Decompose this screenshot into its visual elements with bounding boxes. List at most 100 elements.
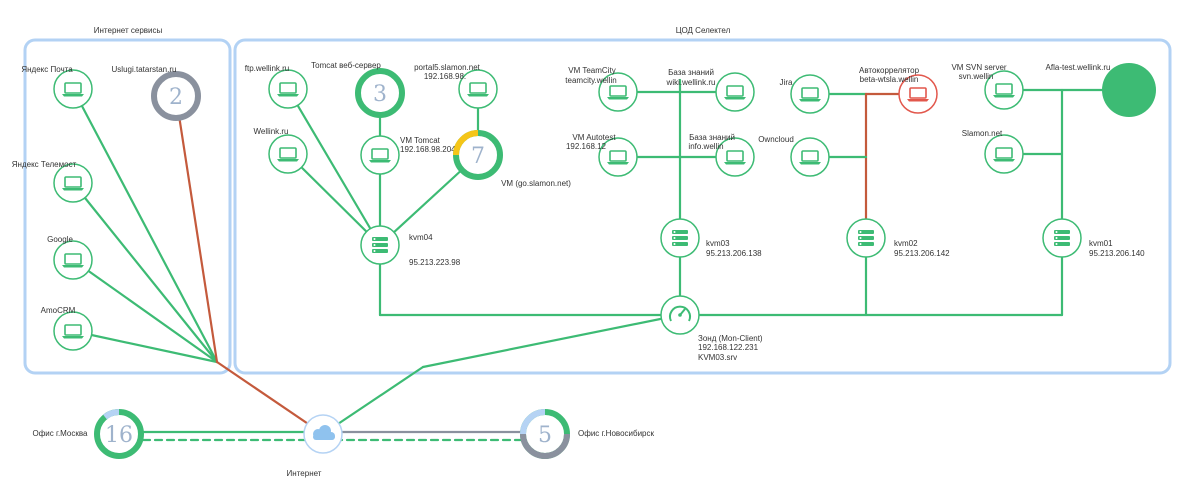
node-label: Автокоррелятор <box>859 66 920 75</box>
node-address: 95.213.206.142 <box>894 249 950 258</box>
node-label: kvm02 <box>894 239 918 248</box>
node-host: KVM03.srv <box>698 353 737 362</box>
node-address: info.wellin <box>688 142 723 151</box>
status-ring <box>360 135 400 175</box>
node-label: Яндекс Телемост <box>12 160 77 169</box>
node-label: VM SVN server <box>951 63 1006 72</box>
group-frame-internet-services <box>23 38 232 375</box>
node-label: Яндекс Почта <box>21 65 73 74</box>
status-ring <box>458 69 498 109</box>
status-ring <box>790 74 830 114</box>
node-label: Tomcat веб-сервер <box>311 61 381 70</box>
node-jira[interactable]: Jira <box>780 74 830 114</box>
node-vm-teamcity[interactable]: VM TeamCity teamcity.wellin <box>565 66 638 112</box>
node-label: VM (go.slamon.net) <box>501 179 571 188</box>
node-slamon[interactable]: Slamon.net <box>962 129 1024 174</box>
node-owncloud[interactable]: Owncloud <box>758 135 830 177</box>
node-label: VM Autotest <box>572 133 616 142</box>
status-disc <box>1102 63 1156 117</box>
status-ring <box>53 69 93 109</box>
status-ring <box>151 71 201 121</box>
node-kvm01[interactable]: kvm01 95.213.206.140 <box>1042 218 1145 258</box>
node-label: Slamon.net <box>962 129 1003 138</box>
node-wiki[interactable]: База знаний wiki.wellink.ru <box>666 68 755 112</box>
status-ring <box>715 72 755 112</box>
node-label: Интернет <box>287 469 322 478</box>
status-ring <box>598 137 638 177</box>
status-ring <box>268 69 308 109</box>
node-internet[interactable]: Интернет <box>287 414 343 478</box>
node-tomcat-web-server[interactable]: 3 Tomcat веб-сервер <box>311 61 405 118</box>
server-icon <box>1054 230 1070 246</box>
node-vm-svn[interactable]: VM SVN server svn.wellin <box>951 63 1024 110</box>
server-icon <box>858 230 874 246</box>
status-ring <box>984 134 1024 174</box>
node-label: kvm03 <box>706 239 730 248</box>
node-label: Зонд (Mon-Client) <box>698 334 763 343</box>
node-address: svn.wellin <box>959 72 994 81</box>
node-address: 192.168.12 <box>566 142 607 151</box>
node-address: teamcity.wellin <box>565 76 616 85</box>
node-kvm02[interactable]: kvm02 95.213.206.142 <box>846 218 950 258</box>
node-address: 95.213.206.140 <box>1089 249 1145 258</box>
node-vm-go-slamon[interactable]: 7 VM (go.slamon.net) <box>453 130 571 188</box>
node-probe[interactable]: Зонд (Mon-Client) 192.168.122.231 KVM03.… <box>660 295 763 362</box>
status-ring <box>598 72 638 112</box>
node-wellink[interactable]: Wellink.ru <box>254 127 308 174</box>
server-icon <box>372 237 388 253</box>
node-label: kvm01 <box>1089 239 1113 248</box>
node-info[interactable]: База знаний info.wellin <box>688 133 755 177</box>
node-label: kvm04 <box>409 233 433 242</box>
node-vm-autotest[interactable]: VM Autotest 192.168.12 <box>566 133 638 177</box>
warning-arc <box>453 130 479 156</box>
node-autocorrelator[interactable]: Автокоррелятор beta-wtsla.wellin <box>859 66 938 114</box>
node-office-novosibirsk[interactable]: 5 Офис г.Новосибирск <box>520 409 654 459</box>
node-google[interactable]: Google <box>47 235 93 280</box>
node-label: VM TeamCity <box>568 66 615 75</box>
group-frame-datacenter <box>233 38 1172 375</box>
offline-arc <box>520 433 570 459</box>
node-label: Wellink.ru <box>254 127 289 136</box>
node-label: portal5.slamon.net <box>414 63 481 72</box>
node-address: 95.213.223.98 <box>409 258 461 267</box>
node-kvm03[interactable]: kvm03 95.213.206.138 <box>660 218 762 258</box>
node-portal5[interactable]: portal5.slamon.net 192.168.98. <box>414 63 498 109</box>
node-label: Офис г.Новосибирск <box>578 429 654 438</box>
status-ring <box>715 137 755 177</box>
node-label: Офис г.Москва <box>33 429 89 438</box>
node-uslugi-tatarstan[interactable]: 2 Uslugi.tatarstan.ru <box>112 65 201 121</box>
node-address: 192.168.98. <box>424 72 466 81</box>
node-label: VM Tomcat <box>400 136 441 145</box>
pending-arc <box>520 409 546 435</box>
node-yandex-telemost[interactable]: Яндекс Телемост <box>12 160 93 203</box>
status-ring <box>268 134 308 174</box>
server-icon <box>672 230 688 246</box>
node-address: 192.168.122.231 <box>698 343 759 352</box>
node-yandex-mail[interactable]: Яндекс Почта <box>21 65 93 109</box>
gauge-icon <box>669 305 691 322</box>
status-ring <box>898 74 938 114</box>
node-vm-tomcat[interactable]: VM Tomcat 192.168.98.204 <box>360 135 456 175</box>
node-label: Jira <box>780 78 793 87</box>
node-label: ftp.wellink.ru <box>245 64 289 73</box>
node-address: wiki.wellink.ru <box>666 78 716 87</box>
node-label: База знаний <box>689 133 735 142</box>
status-ring <box>355 68 405 118</box>
node-ftp-wellink[interactable]: ftp.wellink.ru <box>245 64 308 109</box>
node-label: Afla-test.wellink.ru <box>1046 63 1111 72</box>
group-title-datacenter: ЦОД Селектел <box>676 26 731 35</box>
node-amocrm[interactable]: AmoCRM <box>41 306 93 351</box>
host-count: 5 <box>538 423 552 448</box>
pending-arc <box>103 408 120 420</box>
node-address: 95.213.206.138 <box>706 249 762 258</box>
node-label: Owncloud <box>758 135 794 144</box>
node-kvm04[interactable]: kvm04 95.213.223.98 <box>360 225 461 267</box>
cloud-icon <box>313 425 335 440</box>
host-count: 2 <box>169 85 183 110</box>
node-afla-test[interactable]: Afla-test.wellink.ru <box>1046 63 1156 117</box>
node-label: База знаний <box>668 68 714 77</box>
node-office-moscow[interactable]: 16 Офис г.Москва <box>33 408 144 459</box>
group-title-internet-services: Интернет сервисы <box>94 26 163 35</box>
node-label: AmoCRM <box>41 306 76 315</box>
